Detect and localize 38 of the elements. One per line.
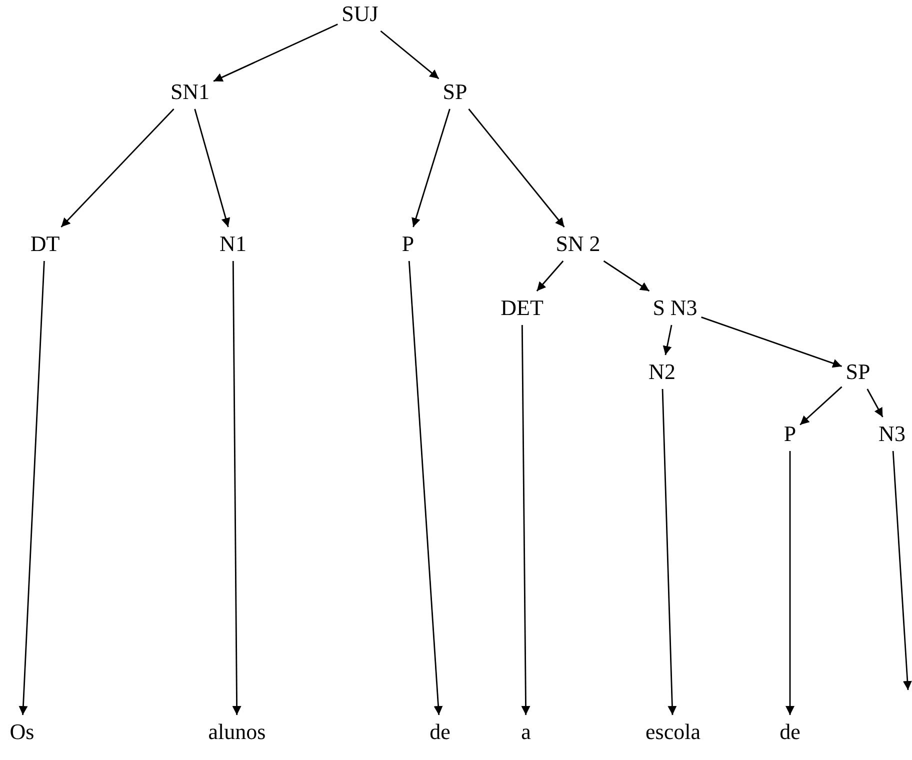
arrow [603, 260, 650, 292]
arrow [213, 24, 338, 82]
arrow [18, 260, 45, 716]
arrow [60, 108, 174, 228]
arrow [408, 260, 443, 716]
tree-label: SUJ [338, 0, 382, 31]
tree-label: S N3 [648, 291, 702, 325]
arrow [194, 108, 230, 228]
arrow [536, 260, 564, 292]
tree-label: SN 2 [552, 227, 604, 261]
tree-label: a [517, 715, 535, 749]
arrow [866, 388, 884, 418]
arrow [892, 450, 912, 690]
tree-label: DT [26, 227, 64, 261]
arrow [786, 451, 794, 715]
tree-label: alunos [204, 715, 270, 749]
tree-label: escola [642, 715, 704, 749]
tree-label: DET [496, 291, 548, 325]
arrow [662, 388, 677, 716]
arrow [701, 316, 842, 368]
arrow [412, 108, 450, 228]
tree-label: de [426, 715, 454, 749]
arrow [380, 30, 440, 80]
tree-label: P [780, 417, 800, 451]
tree-label: N3 [874, 417, 910, 451]
tree-label: de [776, 715, 804, 749]
tree-label: SP [842, 355, 874, 389]
arrow [232, 261, 242, 715]
arrow [662, 324, 672, 356]
arrow [468, 108, 565, 228]
tree-label: N2 [644, 355, 680, 389]
tree-label: SN1 [166, 75, 214, 109]
arrow [521, 325, 530, 715]
tree-label: P [398, 227, 418, 261]
tree-label: N1 [216, 227, 250, 261]
tree-label: Os [6, 715, 38, 749]
tree-label: SP [438, 75, 472, 109]
arrow [800, 386, 842, 426]
